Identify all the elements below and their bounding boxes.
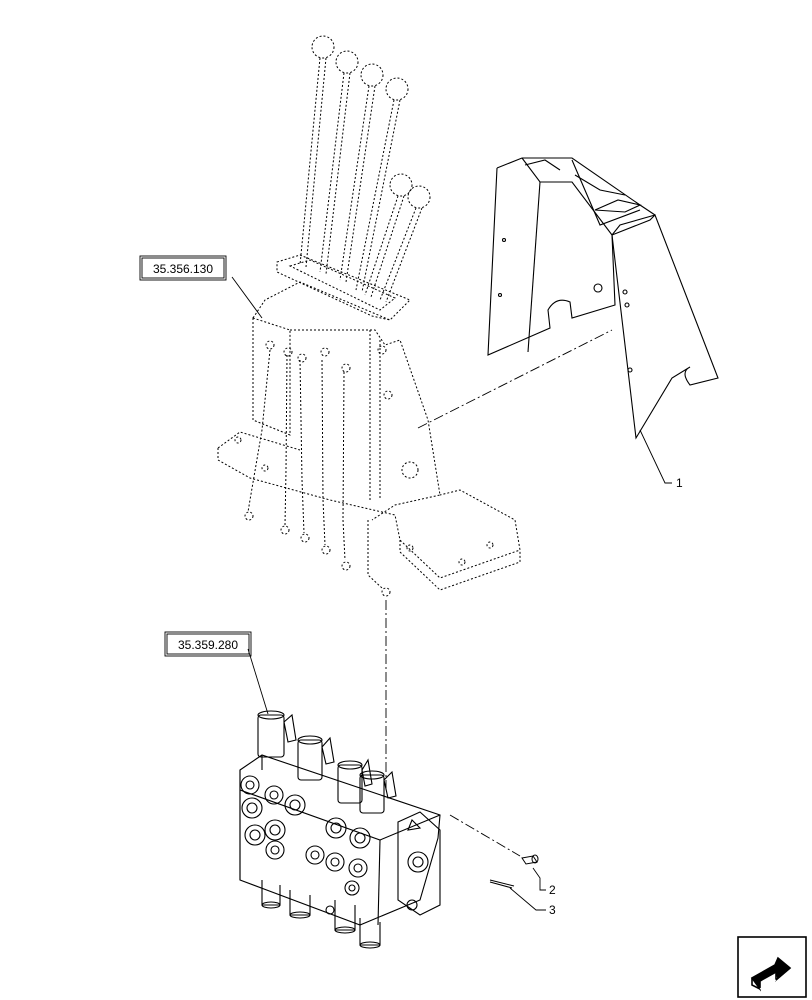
link-rod [367, 520, 383, 589]
lever-shaft [379, 207, 423, 303]
link-rod [247, 349, 271, 513]
callout-2: 2 [549, 883, 556, 897]
link-rod [299, 359, 305, 534]
leader-2 [532, 867, 546, 891]
callout-3: 3 [549, 903, 556, 917]
cover-bracket [487, 157, 719, 440]
lever-shaft [299, 57, 327, 268]
lever-knob [389, 173, 413, 197]
link-rod [342, 371, 346, 561]
mounting-base [217, 431, 521, 579]
cotter-part [489, 879, 515, 889]
lever-shaft [364, 195, 405, 298]
next-page-arrow-icon[interactable] [737, 936, 807, 998]
leader-ref-lever [231, 276, 263, 319]
link-rod [321, 359, 326, 546]
lever-assembly [217, 35, 521, 597]
alignment-lines [385, 329, 613, 857]
leader-ref-valve [247, 648, 269, 715]
lever-shaft [339, 85, 376, 283]
lever-housing [252, 317, 291, 436]
lever-shaft [319, 72, 351, 275]
pin-part [521, 854, 539, 865]
ref-box-control-valve[interactable]: 35.359.280 [164, 631, 252, 657]
leader-3 [509, 887, 546, 911]
callout-1: 1 [676, 476, 683, 490]
lever-knob [360, 63, 384, 87]
lever-knob [407, 185, 431, 209]
lever-knob [335, 50, 359, 74]
leader-lines [231, 276, 672, 911]
ref-box-lever-assembly[interactable]: 35.356.130 [139, 255, 227, 281]
guide-plate [276, 254, 411, 321]
lever-knob [385, 77, 409, 101]
lever-shaft [355, 99, 401, 293]
control-valve [239, 710, 441, 949]
ref-label-control-valve: 35.359.280 [178, 638, 238, 652]
link-rod [284, 354, 288, 526]
leader-1 [639, 429, 672, 484]
ref-label-lever-assembly: 35.356.130 [153, 262, 213, 276]
lever-knob [311, 35, 335, 59]
